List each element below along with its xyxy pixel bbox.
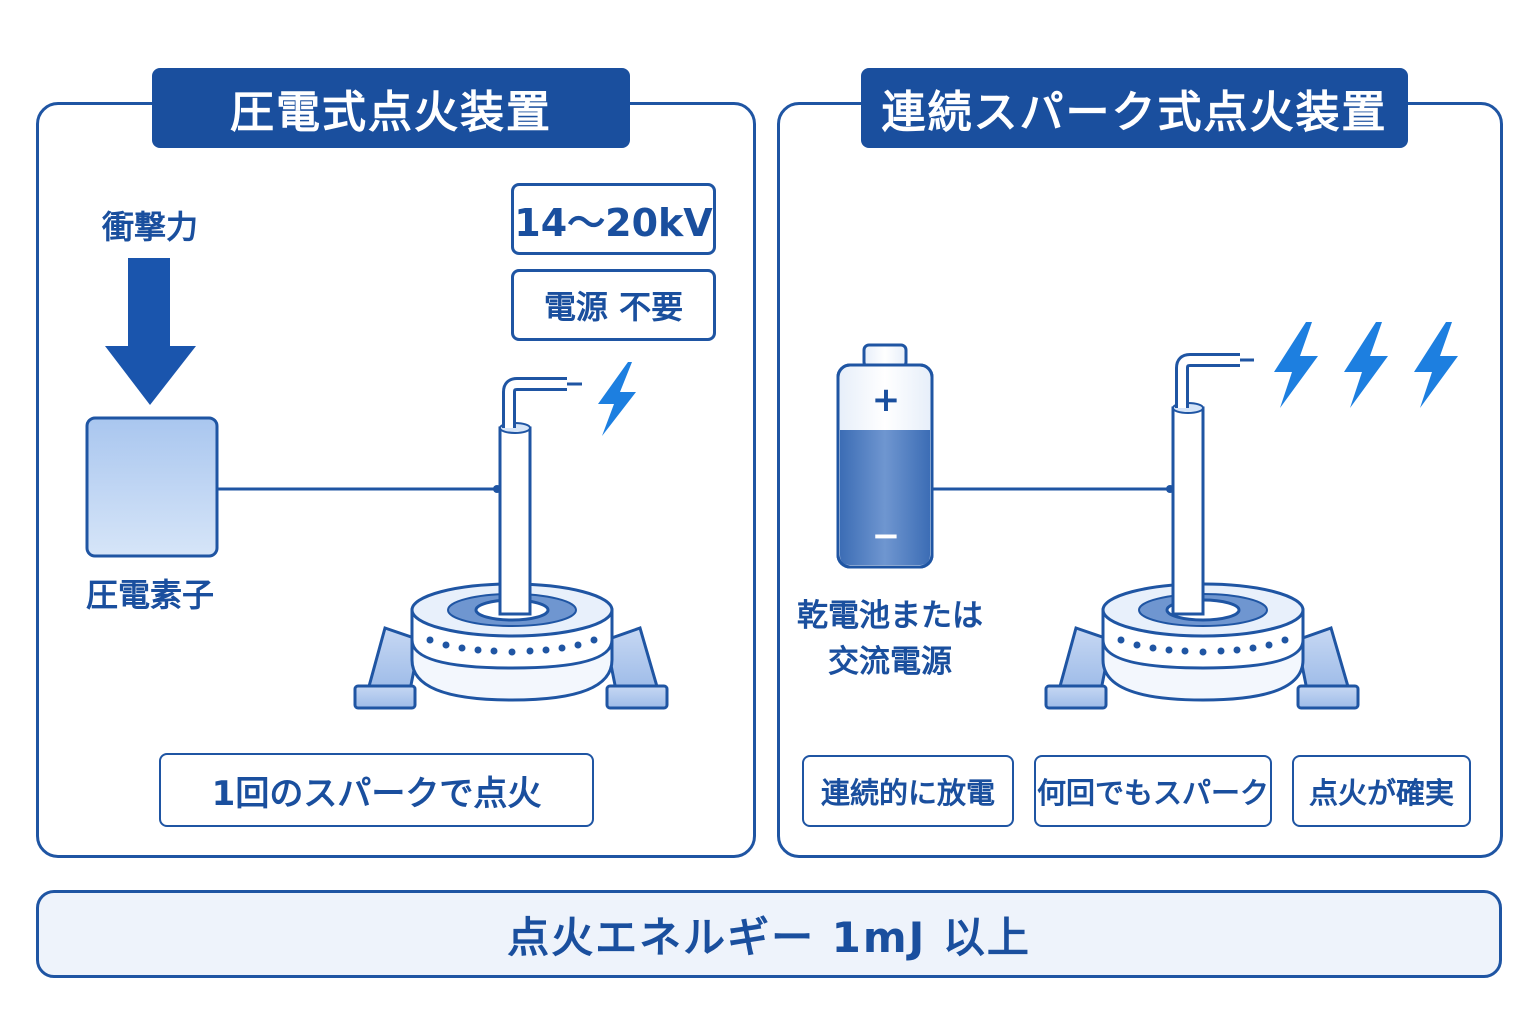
- gas-burner-icon: [353, 582, 669, 710]
- no-power-box: 電源 不要: [511, 269, 716, 341]
- battery-plus-sign: +: [871, 380, 901, 420]
- voltage-box: 14～20kV: [511, 183, 716, 255]
- feature-reliable-ignition: 点火が確実: [1292, 755, 1471, 827]
- piezo-element-label: 圧電素子: [85, 576, 214, 614]
- impact-force-label: 衝撃力: [101, 208, 198, 246]
- right-panel-title: 連続スパーク式点火装置: [861, 68, 1408, 148]
- left-panel-title: 圧電式点火装置: [152, 68, 630, 148]
- lightning-bolt-icon: [1414, 322, 1458, 408]
- power-source-label-line2: 交流電源: [828, 644, 952, 680]
- electrode-icon: [1171, 353, 1254, 616]
- feature-continuous-discharge: 連続的に放電: [802, 755, 1014, 827]
- lightning-bolt-icon: [1274, 322, 1318, 408]
- power-source-label-line1: 乾電池または: [797, 598, 983, 634]
- battery-minus-sign: −: [871, 516, 901, 556]
- lightning-bolt-icon: [1344, 322, 1388, 408]
- piezo-element: [85, 416, 219, 558]
- battery-icon: [836, 343, 934, 569]
- lightning-bolt-icon: [598, 362, 636, 436]
- ignition-energy-text: 点火エネルギー 1mJ 以上: [507, 912, 1031, 962]
- electrode-icon: [498, 377, 582, 616]
- single-spark-note: 1回のスパークで点火: [159, 753, 594, 827]
- feature-repeated-spark: 何回でもスパーク: [1034, 755, 1272, 827]
- down-arrow-icon: [105, 258, 196, 405]
- ignition-energy-banner: 点火エネルギー 1mJ 以上: [36, 890, 1502, 978]
- gas-burner-icon: [1044, 582, 1360, 710]
